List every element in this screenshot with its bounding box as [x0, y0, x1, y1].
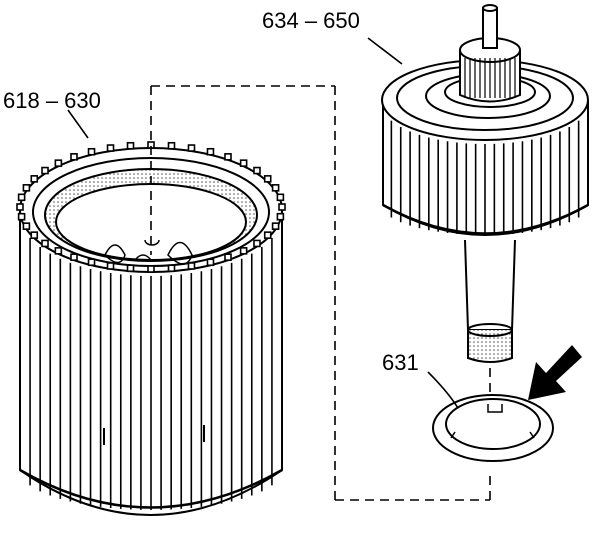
drum-tooth: [263, 175, 272, 183]
label-shaft-assembly: 634 – 650: [262, 8, 360, 33]
drum-tooth: [253, 166, 261, 175]
drum-tooth: [126, 264, 135, 273]
drum-tooth: [239, 159, 248, 167]
drum-tooth: [16, 203, 24, 211]
drum-tooth: [41, 166, 49, 175]
arrow-down-left-icon: [528, 345, 582, 400]
drum-tooth: [106, 144, 115, 152]
drum-tooth: [87, 147, 96, 156]
assembly-guide-lines: [150, 85, 491, 501]
drum-tooth: [54, 247, 63, 255]
drum-tooth: [187, 144, 196, 152]
label-clutch-housing: 618 – 630: [3, 88, 101, 113]
drum-tooth: [224, 153, 232, 161]
drum-tooth: [271, 222, 280, 230]
drum-tooth: [87, 258, 96, 267]
drum-tooth: [54, 159, 63, 167]
drum-top-teeth: [16, 141, 286, 273]
drum-tooth: [126, 141, 135, 150]
label-thrust-washer: 631: [382, 350, 419, 375]
hub-gear-teeth: [464, 58, 516, 98]
drum-tooth: [239, 247, 248, 255]
drum-tooth: [253, 239, 261, 248]
drum-slots: [103, 425, 205, 445]
drum-tooth: [147, 265, 155, 273]
assembly-splines: [390, 120, 580, 235]
drum-tooth: [17, 193, 26, 202]
drum-tooth: [17, 212, 26, 221]
thrust-washer: [432, 394, 554, 462]
drum-tooth: [187, 262, 196, 270]
drum-tooth: [278, 203, 286, 211]
drum-tooth: [167, 264, 176, 273]
drum-tooth: [22, 222, 31, 230]
drum-tooth: [70, 253, 78, 261]
drum-tooth: [276, 212, 285, 221]
drum-splines: [29, 237, 273, 510]
drum-tooth: [206, 258, 215, 267]
leader-lines: [67, 37, 459, 409]
drum-tooth: [167, 141, 176, 150]
drum-tooth: [70, 153, 78, 161]
drum-tooth: [263, 231, 272, 239]
drum-tooth: [224, 253, 232, 261]
drum-inner-hub: [104, 239, 193, 265]
drum-tooth: [271, 184, 280, 192]
drum-tooth: [30, 175, 39, 183]
drum-tooth: [22, 184, 31, 192]
drum-tooth: [106, 262, 115, 270]
drum-tooth: [206, 147, 215, 156]
drum-tooth: [41, 239, 49, 248]
drum-tooth: [30, 231, 39, 239]
drum-tooth: [276, 193, 285, 202]
